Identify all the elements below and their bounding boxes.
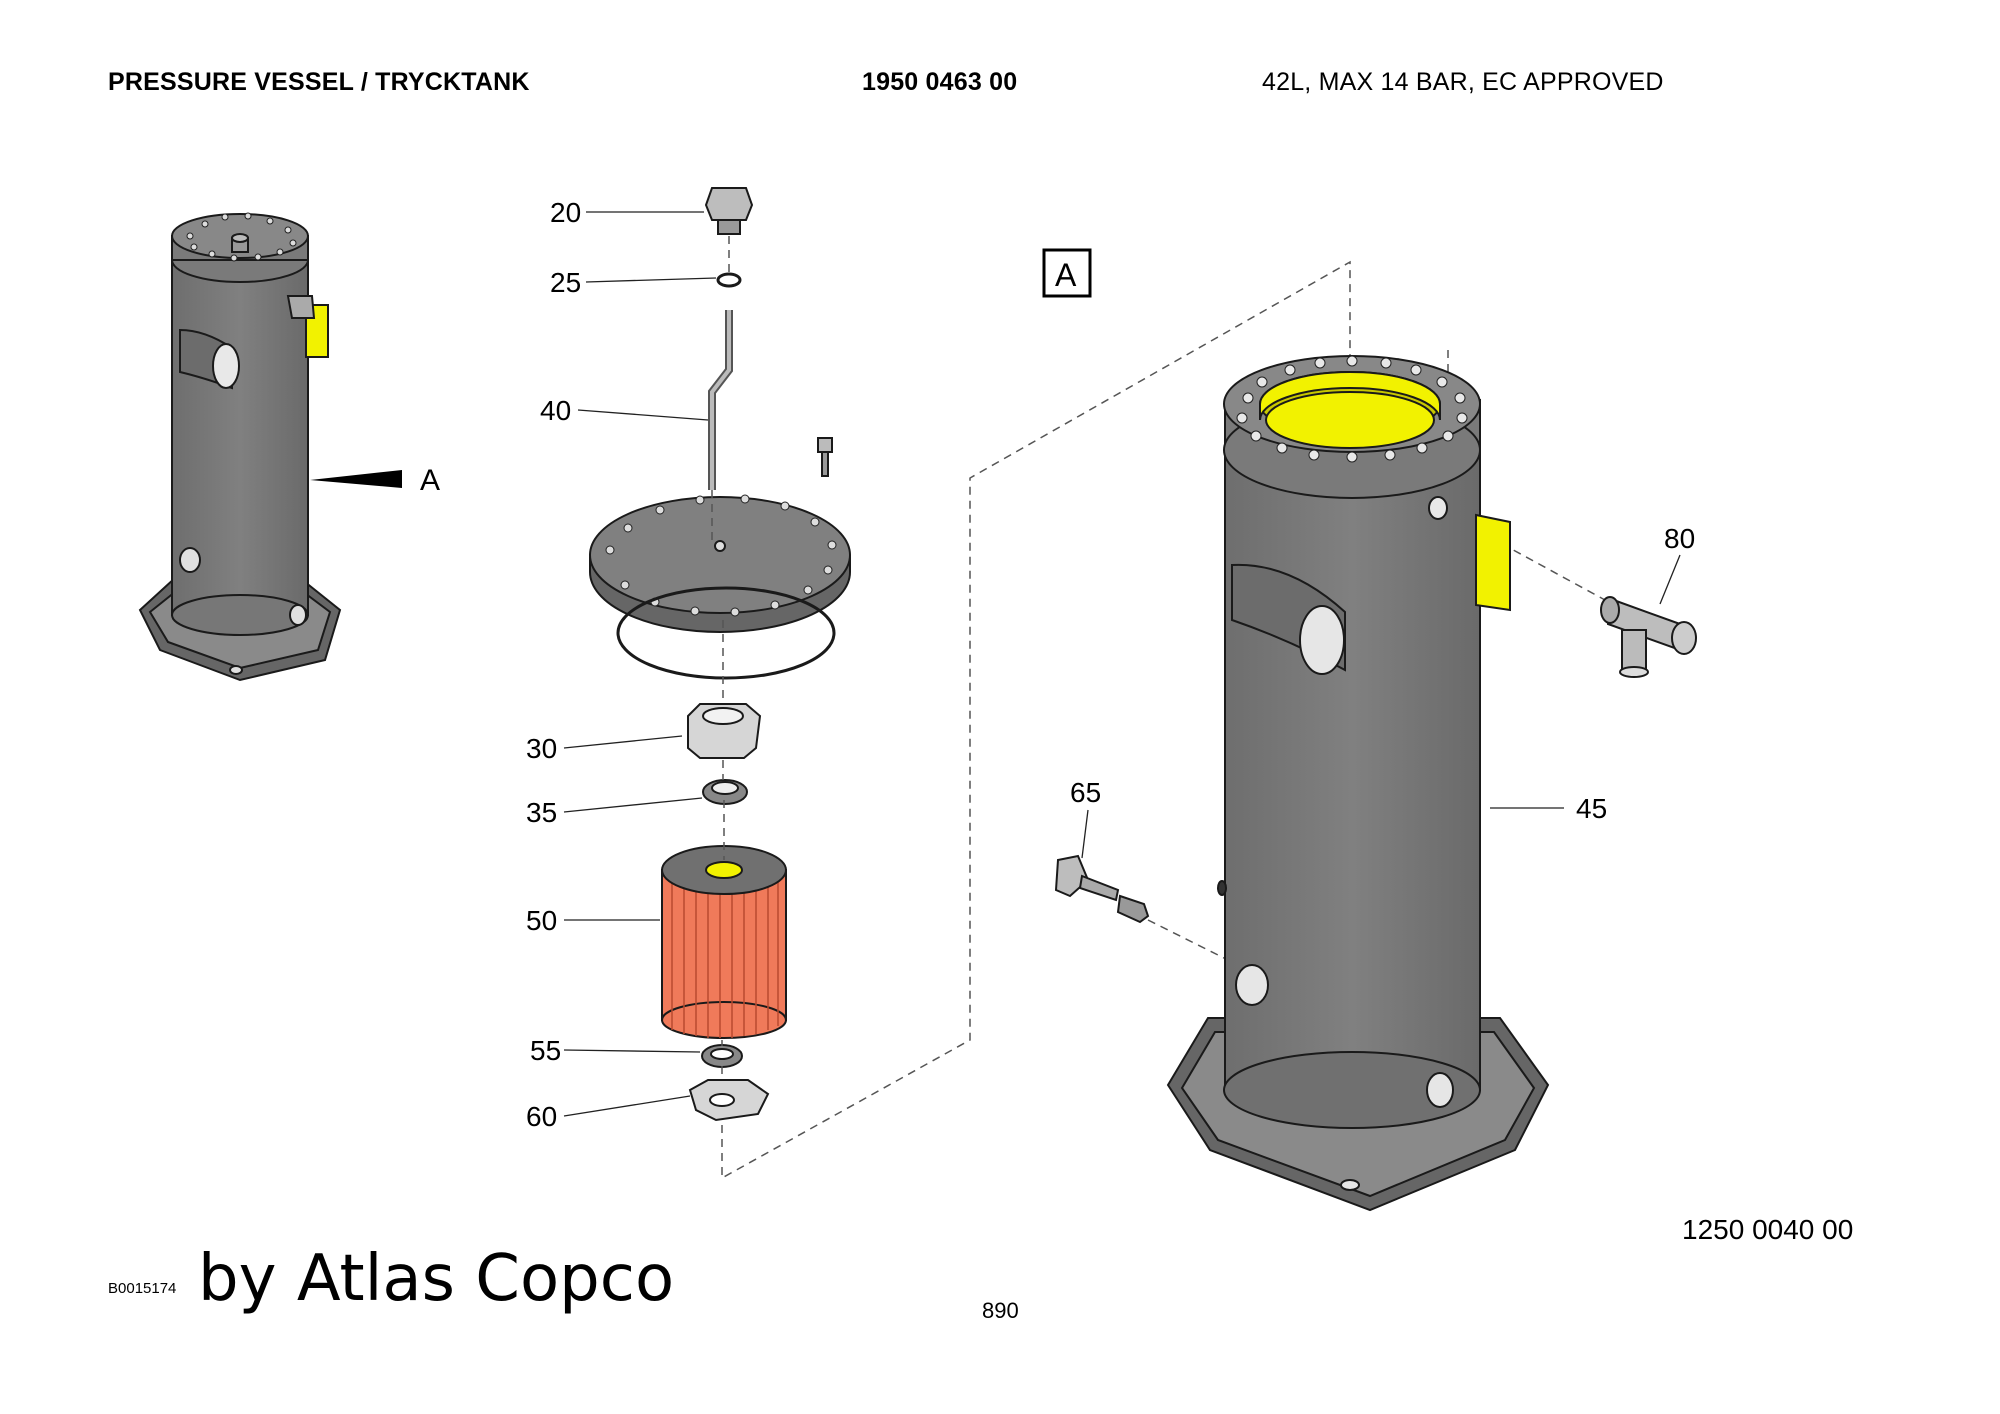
callout-35: 35 [526,797,557,828]
part-number: 1950 0463 00 [862,68,1018,96]
callout-45: 45 [1576,793,1607,824]
drawing-id: B0015174 [108,1280,177,1297]
callout-80: 80 [1664,523,1695,554]
assembly-number: 1250 0040 00 [1682,1214,1854,1245]
detail-pointer-arrow [310,470,402,488]
document-title: PRESSURE VESSEL / TRYCKTANK [108,68,530,96]
callout-65: 65 [1070,777,1101,808]
callout-20: 20 [550,197,581,228]
page-number: 890 [982,1298,1019,1323]
overview-detail-label: A [420,464,440,497]
callout-60: 60 [526,1101,557,1132]
main-vessel [1166,355,1550,1212]
specification: 42L, MAX 14 BAR, EC APPROVED [1262,68,1664,96]
callout-25: 25 [550,267,581,298]
callout-55: 55 [530,1035,561,1066]
callout-40: 40 [540,395,571,426]
overview-vessel [138,212,342,682]
leader-lines [563,211,1681,1117]
detail-view-box [1042,248,1092,298]
byline: by Atlas Copco [198,1242,675,1316]
elbow-fitting [1600,596,1697,678]
exploded-parts [589,187,851,1122]
drain-valve [1054,854,1150,924]
callout-50: 50 [526,905,557,936]
callout-30: 30 [526,733,557,764]
detail-view-box-label: A [1055,257,1077,293]
